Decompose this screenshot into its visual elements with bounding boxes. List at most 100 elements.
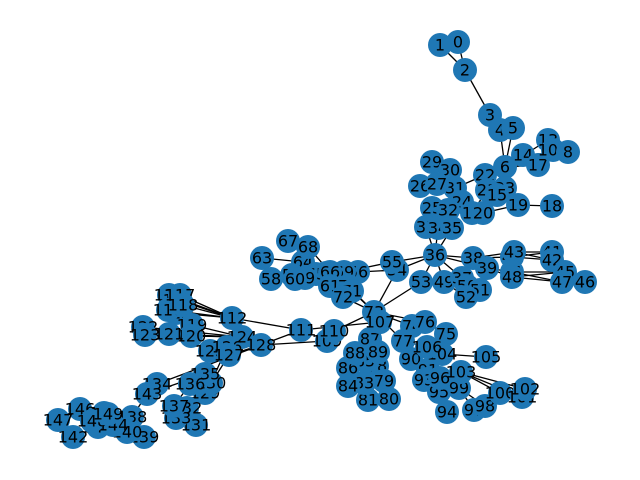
node-label: 43 — [504, 243, 524, 262]
node-label: 79 — [374, 372, 394, 391]
node-circle — [322, 319, 346, 343]
node-label: 2 — [460, 61, 470, 80]
node-label: 111 — [286, 321, 317, 340]
node-label: 4 — [495, 121, 505, 140]
node-label: 46 — [575, 273, 595, 292]
node-label: 3 — [485, 106, 495, 125]
node-39: 39 — [475, 256, 499, 280]
node-label: 58 — [261, 270, 281, 289]
node-circle — [436, 198, 460, 222]
node-circle — [435, 400, 459, 424]
node-label: 72 — [333, 288, 353, 307]
node-label: 49 — [434, 273, 454, 292]
node-label: 98 — [475, 397, 495, 416]
node-circle — [259, 267, 283, 291]
node-123: 123 — [130, 323, 160, 347]
node-0: 0 — [446, 30, 470, 54]
node-label: 89 — [368, 343, 388, 362]
node-circle — [415, 335, 439, 359]
node-circle — [391, 329, 415, 353]
node-circle — [409, 270, 433, 294]
node-circle — [506, 193, 530, 217]
node-circle — [61, 425, 85, 449]
node-118: 118 — [168, 293, 198, 317]
node-label: 96 — [430, 369, 450, 388]
node-106: 106 — [412, 335, 443, 359]
node-20: 20 — [471, 201, 495, 225]
node-52: 52 — [454, 285, 478, 309]
node-circle — [331, 285, 355, 309]
node-29: 29 — [420, 150, 444, 174]
node-94: 94 — [435, 400, 459, 424]
node-label: 127 — [214, 346, 245, 365]
node-label: 17 — [528, 156, 548, 175]
node-1: 1 — [428, 33, 452, 57]
node-circle — [380, 250, 404, 274]
node-circle — [178, 372, 202, 396]
node-84: 84 — [336, 374, 360, 398]
node-circle — [493, 155, 517, 179]
node-77: 77 — [391, 329, 415, 353]
node-27: 27 — [425, 172, 449, 196]
node-46: 46 — [573, 270, 597, 294]
node-36: 36 — [423, 243, 447, 267]
node-label: 15 — [487, 186, 507, 205]
node-107: 107 — [365, 310, 395, 334]
node-label: 20 — [473, 204, 493, 223]
node-149: 149 — [93, 402, 123, 426]
node-circle — [475, 256, 499, 280]
node-circle — [366, 340, 390, 364]
graph-nodes: 0123456131417108822232930312627211524253… — [43, 30, 597, 449]
node-circle — [540, 194, 564, 218]
node-circle — [556, 140, 580, 164]
node-circle — [179, 324, 203, 348]
node-label: 35 — [442, 219, 462, 238]
node-circle — [446, 30, 470, 54]
node-circle — [428, 33, 452, 57]
node-label: 6 — [500, 158, 510, 177]
node-label: 68 — [298, 238, 318, 257]
node-label: 105 — [471, 348, 502, 367]
node-circle — [550, 270, 574, 294]
node-label: 80 — [379, 390, 399, 409]
node-103: 103 — [446, 360, 476, 384]
node-label: 121 — [154, 325, 185, 344]
node-circle — [296, 235, 320, 259]
node-89: 89 — [366, 340, 390, 364]
node-label: 29 — [422, 153, 442, 172]
node-120: 120 — [176, 324, 206, 348]
node-circle — [283, 267, 307, 291]
node-circle — [434, 322, 458, 346]
node-label: 8 — [563, 143, 573, 162]
node-49: 49 — [432, 270, 456, 294]
node-2: 2 — [453, 58, 477, 82]
node-label: 94 — [437, 403, 457, 422]
node-label: 39 — [477, 259, 497, 278]
node-48: 48 — [500, 265, 524, 289]
node-79: 79 — [372, 369, 396, 393]
node-label: 30 — [440, 161, 460, 180]
node-circle — [449, 360, 473, 384]
node-label: 67 — [278, 232, 298, 251]
node-circle — [420, 150, 444, 174]
node-circle — [377, 387, 401, 411]
node-circle — [573, 270, 597, 294]
node-19: 19 — [506, 193, 530, 217]
node-98: 98 — [473, 394, 497, 418]
node-circle — [432, 270, 456, 294]
node-label: 32 — [438, 201, 458, 220]
node-label: 106 — [412, 338, 443, 357]
node-label: 112 — [217, 309, 248, 328]
node-label: 136 — [175, 375, 206, 394]
node-label: 55 — [382, 253, 402, 272]
node-label: 18 — [542, 197, 562, 216]
node-35: 35 — [440, 216, 464, 240]
node-8: 8 — [556, 140, 580, 164]
node-88: 88 — [343, 341, 367, 365]
node-circle — [423, 243, 447, 267]
node-53: 53 — [409, 270, 433, 294]
node-label: 128 — [246, 336, 277, 355]
node-label: 5 — [508, 119, 518, 138]
node-label: 48 — [502, 268, 522, 287]
